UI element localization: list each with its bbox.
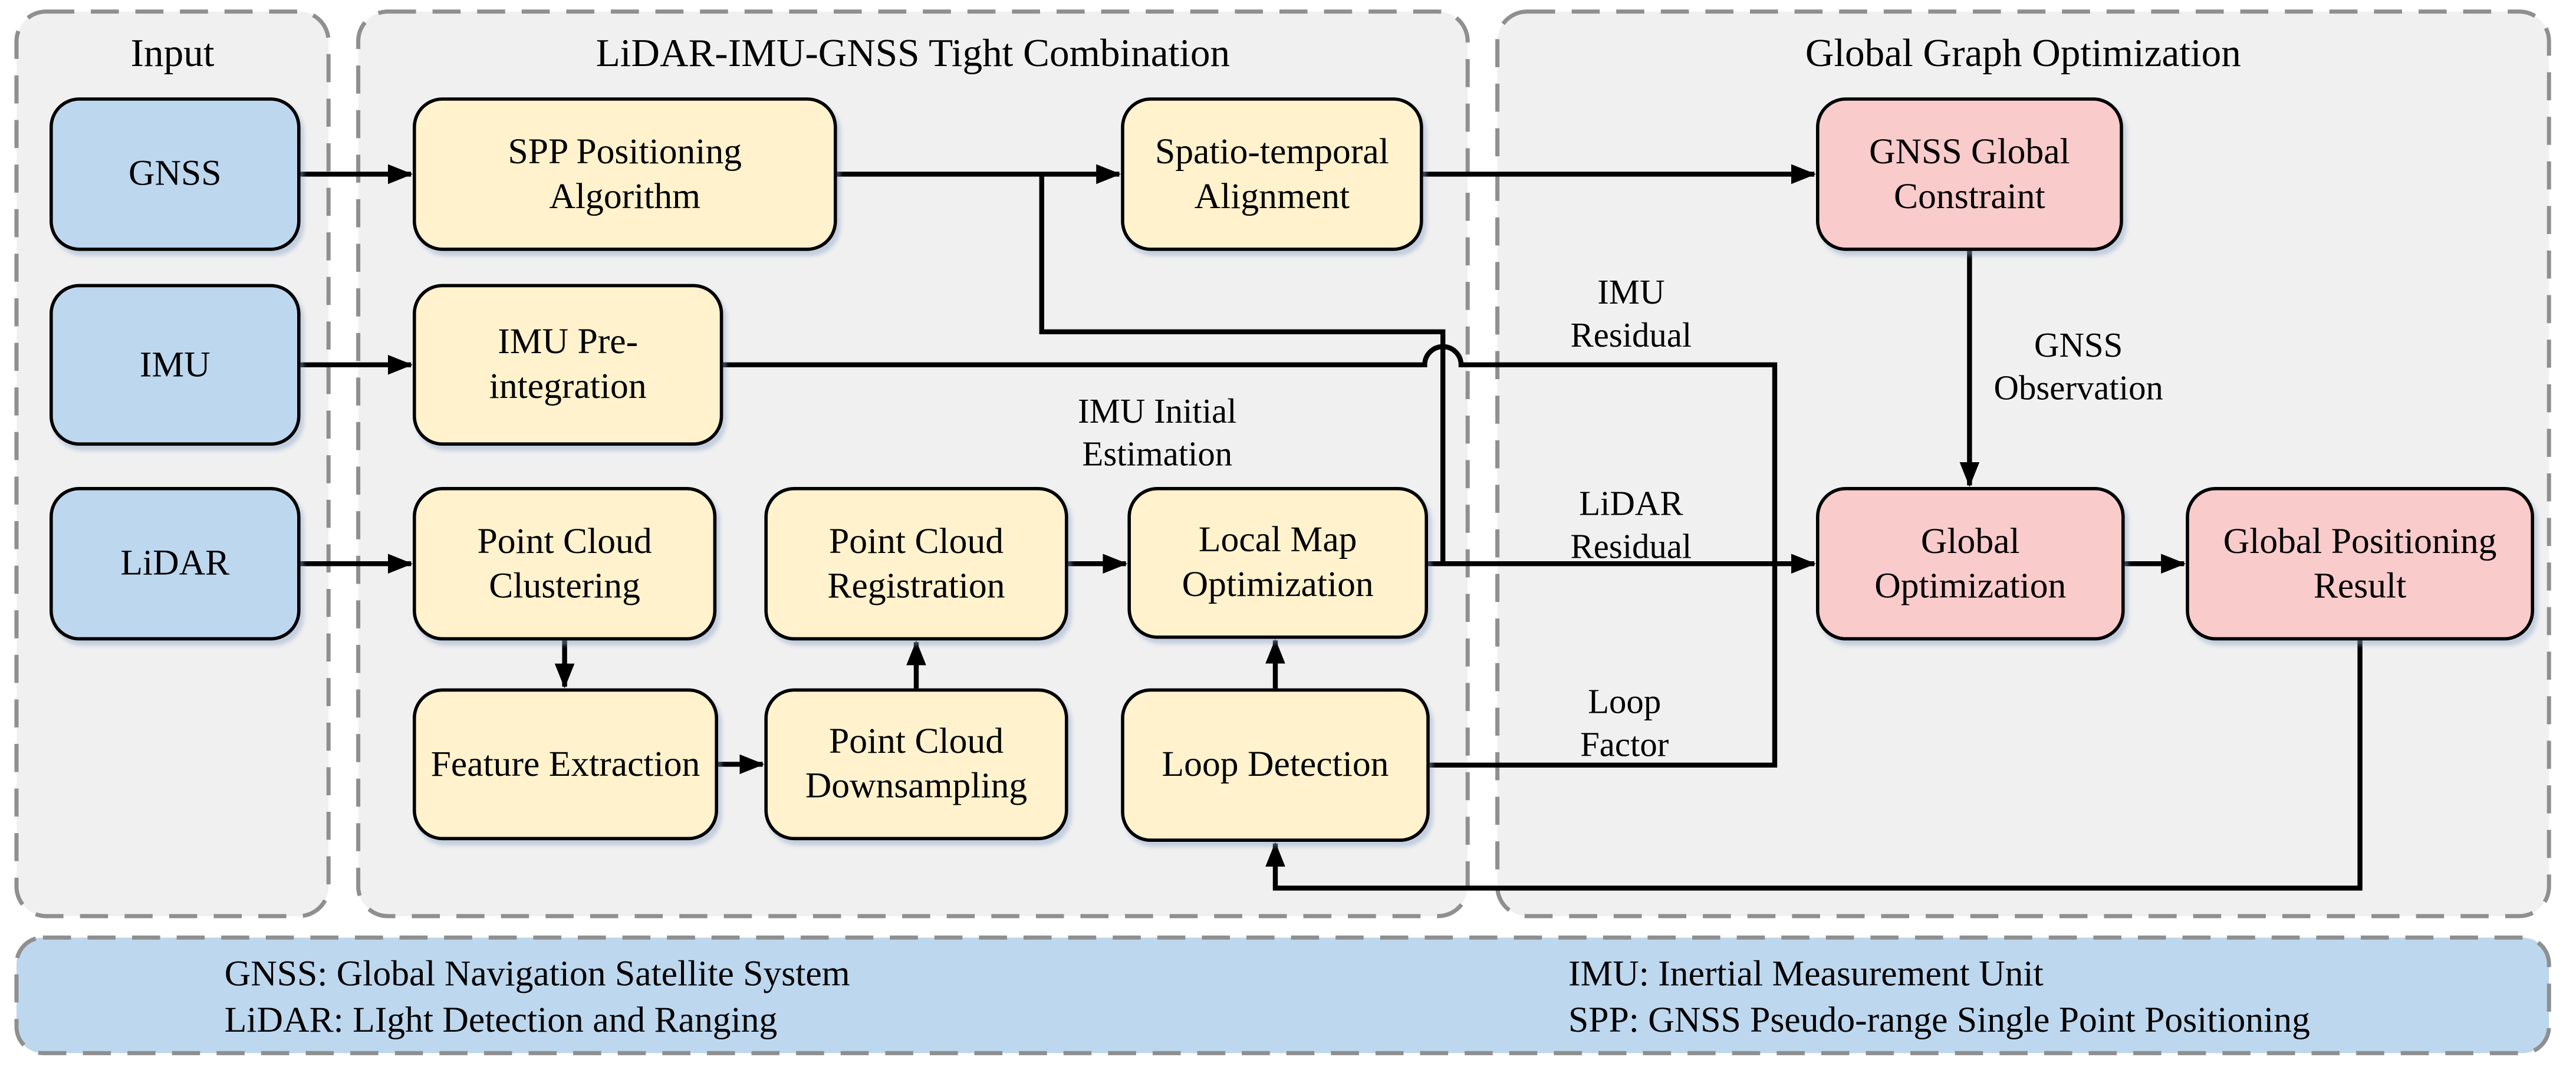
node-global-optimization: Global Optimization (1816, 487, 2125, 641)
node-imu: IMU (50, 284, 301, 446)
node-imu-label: IMU (139, 343, 210, 384)
edge-spp-branch (1039, 174, 1446, 564)
edge-label-lidar-residual: LiDAR Residual (1570, 483, 1692, 567)
node-spatio-temporal-alignment-label: Spatio-temporal Alignment (1154, 130, 1389, 216)
node-point-cloud-registration-label: Point Cloud Registration (827, 519, 1005, 605)
node-feature-extraction-label: Feature Extraction (430, 742, 700, 783)
node-point-cloud-clustering-label: Point Cloud Clustering (477, 519, 652, 605)
node-global-positioning-result-label: Global Positioning Result (2223, 519, 2497, 605)
node-lidar-label: LiDAR (120, 541, 230, 583)
edge-label-loop-factor: Loop Factor (1580, 681, 1669, 765)
edge-label-gnss-observation: GNSS Observation (1993, 325, 2163, 408)
node-local-map-optimization-label: Local Map Optimization (1182, 518, 1374, 604)
node-global-positioning-result: Global Positioning Result (2186, 487, 2534, 641)
node-point-cloud-registration: Point Cloud Registration (764, 487, 1068, 641)
node-imu-preintegration-label: IMU Pre-integration (489, 320, 647, 406)
node-point-cloud-downsampling: Point Cloud Downsampling (764, 688, 1068, 841)
panel-global-title: Global Graph Optimization (1805, 33, 2241, 76)
node-gnss-global-constraint: GNSS Global Constraint (1816, 97, 2123, 251)
node-lidar: LiDAR (50, 487, 301, 641)
legend-item-spp: SPP: GNSS Pseudo-range Single Point Posi… (1568, 999, 2310, 1040)
node-point-cloud-downsampling-label: Point Cloud Downsampling (805, 720, 1028, 806)
node-global-optimization-label: Global Optimization (1874, 519, 2067, 605)
legend-item-gnss: GNSS: Global Navigation Satellite System (224, 952, 850, 994)
edges (300, 164, 2363, 891)
edge-imupre-residual (723, 344, 1778, 564)
node-gnss: GNSS (50, 97, 301, 251)
edge-loop-factor (1429, 564, 1778, 768)
panel-global-frame (1495, 9, 2551, 918)
node-local-map-optimization: Local Map Optimization (1127, 487, 1428, 639)
node-loop-detection-label: Loop Detection (1162, 743, 1389, 785)
edge-result-loop-feedback (1265, 640, 2363, 891)
node-imu-preintegration: IMU Pre-integration (413, 284, 723, 446)
legend-item-lidar: LiDAR: LIght Detection and Ranging (224, 999, 778, 1040)
legend-frame (14, 935, 2551, 1055)
node-loop-detection: Loop Detection (1121, 688, 1430, 842)
node-spp-positioning: SPP Positioning Algorithm (413, 97, 837, 251)
edge-label-imu-initial-estimation: IMU Initial Estimation (1078, 391, 1237, 474)
node-spatio-temporal-alignment: Spatio-temporal Alignment (1121, 97, 1423, 251)
legend-item-imu: IMU: Inertial Measurement Unit (1568, 952, 2044, 994)
node-gnss-global-constraint-label: GNSS Global Constraint (1869, 130, 2070, 216)
node-point-cloud-clustering: Point Cloud Clustering (413, 487, 717, 641)
edge-label-imu-residual: IMU Residual (1570, 272, 1692, 355)
node-gnss-label: GNSS (129, 152, 222, 193)
node-feature-extraction: Feature Extraction (413, 688, 718, 841)
panel-tight-title: LiDAR-IMU-GNSS Tight Combination (596, 33, 1231, 76)
node-spp-positioning-label: SPP Positioning Algorithm (508, 130, 742, 216)
panel-input-title: Input (130, 33, 215, 76)
